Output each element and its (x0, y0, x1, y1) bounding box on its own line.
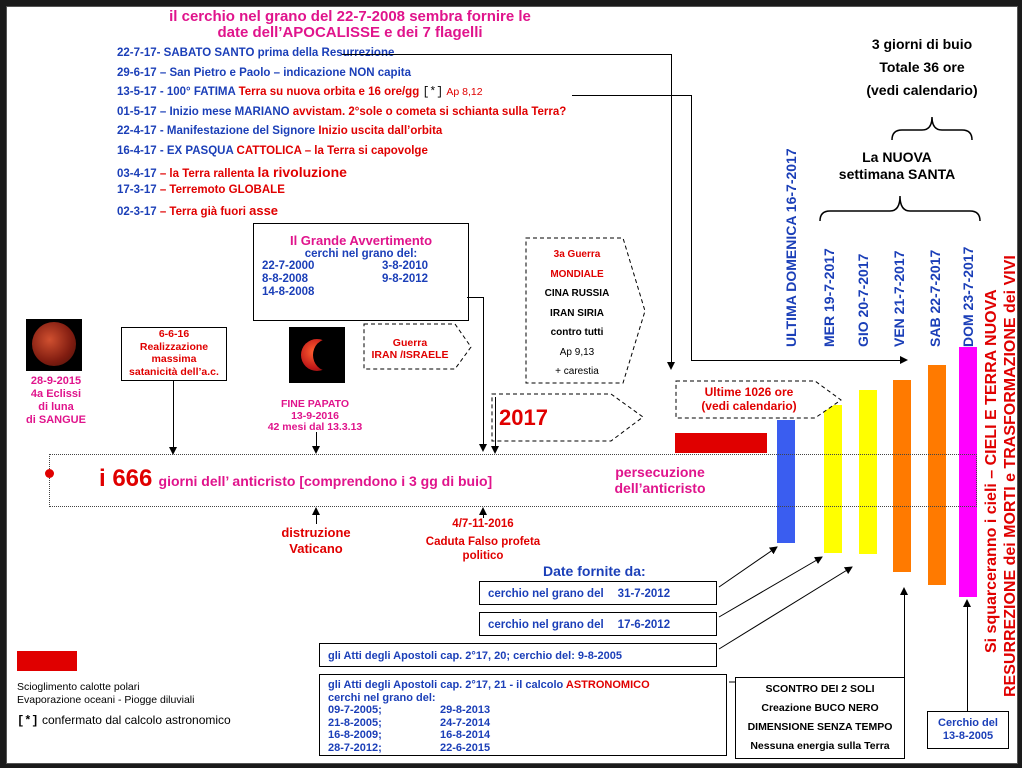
day-label: SAB 22-7-2017 (927, 250, 943, 347)
blood-moon-image (26, 319, 82, 371)
list-item: 02-3-17 – Terra già fuori asse (117, 203, 566, 223)
last-sunday-label: ULTIMA DOMENICA 16-7-2017 (783, 148, 799, 347)
day-label: DOM 23-7-2017 (960, 247, 976, 347)
world-war-label: 3a Guerra MONDIALE CINA RUSSIA IRAN SIRI… (527, 245, 627, 382)
list-item: 22-4-17 - Manifestazione del Signore Ini… (117, 125, 566, 145)
list-item: 16-4-17 - EX PASQUA CATTOLICA – la Terra… (117, 145, 566, 165)
arrow-down (312, 446, 320, 454)
antichrist-days: i 666 giorni dell’ anticristo [comprendo… (99, 465, 492, 493)
connector-line (572, 95, 692, 96)
two-suns-box: SCONTRO DEI 2 SOLI Creazione BUCO NERO D… (735, 677, 905, 759)
persecution-label: persecuzione dell’anticristo (605, 464, 715, 496)
warning-box: Il Grande Avvertimento cerchi nel grano … (253, 223, 469, 321)
arrow-down (491, 446, 499, 454)
arrow-up (963, 599, 971, 607)
day-label: MER 19-7-2017 (821, 248, 837, 347)
arrow-down (479, 444, 487, 452)
connector-line (342, 54, 672, 55)
heavens-tear-label: Si squarceranno i cieli – CIELI E TERRA … (983, 289, 1001, 653)
war-iran-israel-label: Guerra IRAN /ISRAELE (365, 337, 455, 361)
connector-line (483, 297, 484, 445)
date-list: 22-7-17- SABATO SANTO prima della Resurr… (117, 47, 566, 223)
timeline-start-dot (45, 469, 54, 478)
arrow-down (667, 362, 675, 370)
pope-end-caption: FINE PAPATO 13-9-2016 42 mesi dal 13.3.1… (245, 399, 385, 434)
diagram-canvas: il cerchio nel grano del 22-7-2008 sembr… (6, 6, 1018, 764)
year-2017: 2017 (499, 405, 548, 431)
day-label: VEN 21-7-2017 (891, 250, 907, 347)
resurrection-label: RESURREZIONE dei MORTI e TRASFORMAZIONE … (1002, 255, 1020, 697)
dark-days-note: 3 giorni di buio Totale 36 ore (vedi cal… (847, 33, 997, 102)
connector-line (691, 95, 692, 360)
ice-melt-bar (675, 433, 767, 453)
satanicity-box: 6-6-16 Realizzazione massima satanicità … (121, 327, 227, 381)
list-item: 17-3-17 – Terremoto GLOBALE (117, 184, 566, 204)
connector-line (173, 380, 174, 448)
connector-line (904, 595, 905, 677)
brace-week (815, 191, 985, 225)
connector-line (967, 607, 968, 711)
holy-week-label: La NUOVA settimana SANTA (827, 149, 967, 183)
sources-heading: Date fornite da: (543, 563, 646, 579)
connector-line (316, 432, 317, 447)
last-hours-label: Ultime 1026 ore (vedi calendario) (679, 385, 819, 413)
false-prophet-label: 4/7-11-2016 Caduta Falso profeta politic… (403, 517, 563, 563)
day-label: GIO 20-7-2017 (855, 254, 871, 347)
source-box-astronomic: gli Atti degli Apostoli cap. 2°17, 21 - … (319, 674, 727, 756)
connector-line (316, 514, 317, 524)
list-item: 03-4-17 – la Terra rallenta la rivoluzio… (117, 164, 566, 184)
title: il cerchio nel grano del 22-7-2008 sembr… (125, 9, 575, 41)
circle-2005-box: Cerchio del 13-8-2005 (927, 711, 1009, 749)
list-item: 22-7-17- SABATO SANTO prima della Resurr… (117, 47, 566, 67)
vatican-destruction-label: distruzione Vaticano (261, 525, 371, 557)
list-item: 29-6-17 – San Pietro e Paolo – indicazio… (117, 67, 566, 87)
connector-line (495, 397, 496, 447)
legend-text: Scioglimento calotte polari Evaporazione… (17, 681, 194, 707)
brace-top (887, 105, 977, 145)
connector-line (671, 54, 672, 364)
list-item: 01-5-17 – Inizio mese MARIANO avvistam. … (117, 106, 566, 126)
eclipse-caption: 28-9-2015 4a Eclissi di luna di SANGUE (12, 375, 100, 427)
legend-red-swatch (17, 651, 77, 671)
arrow-up (900, 587, 908, 595)
source-box: gli Atti degli Apostoli cap. 2°17, 20; c… (319, 643, 717, 667)
arrow-right (900, 356, 908, 364)
legend-footnote: [*] confermato dal calcolo astronomico (17, 713, 231, 728)
connector-line (691, 360, 901, 361)
eclipse-image (289, 327, 345, 383)
list-item: 13-5-17 - 100° FATIMA Terra su nuova orb… (117, 86, 566, 106)
connector-line (467, 297, 484, 298)
arrow-down (169, 447, 177, 455)
